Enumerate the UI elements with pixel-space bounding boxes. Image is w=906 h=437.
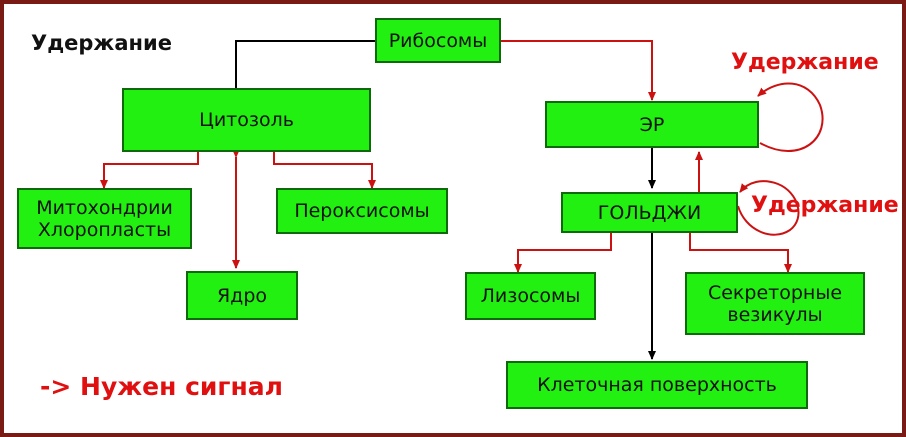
retention-label-topleft: Удержание (31, 31, 172, 55)
node-mito-line1: Митохондрии (36, 196, 173, 219)
node-er: ЭР (545, 101, 759, 148)
node-mitochondria-chloroplasts: Митохондрии Хлоропласты (17, 188, 192, 249)
node-lysosomes: Лизосомы (465, 272, 596, 320)
node-peroxisomes: Пероксисомы (276, 188, 448, 234)
arrow-golgi-secretory (689, 233, 792, 273)
arrow-cytosol-peroxisomes (273, 152, 376, 189)
golgi-retention-loop (737, 180, 800, 236)
node-golgi: ГОЛЬДЖИ (561, 192, 738, 233)
node-secretory-line2: везикулы (727, 303, 823, 326)
arrow-golgi-lysosomes (514, 233, 612, 273)
node-cytosol: Цитозоль (122, 88, 371, 152)
legend: -> Нужен сигнал (40, 372, 283, 401)
node-ribosomes: Рибосомы (375, 18, 501, 63)
node-nucleus: Ядро (186, 271, 298, 320)
node-secretory-vesicles: Секреторные везикулы (685, 272, 865, 335)
legend-arrow: -> (40, 372, 72, 401)
legend-text: Нужен сигнал (80, 372, 283, 401)
er-retention-loop (757, 82, 824, 152)
retention-label-er: Удержание (731, 50, 879, 75)
node-secretory-line1: Секреторные (707, 281, 843, 304)
arrow-cytosol-mito (100, 152, 199, 189)
node-mito-line2: Хлоропласты (37, 218, 172, 241)
retention-label-golgi: Удержание (751, 193, 899, 218)
arrow-ribosomes-er (500, 40, 656, 101)
node-cell-surface: Клеточная поверхность (506, 361, 808, 409)
line-ribosomes-cytosol (235, 40, 377, 88)
